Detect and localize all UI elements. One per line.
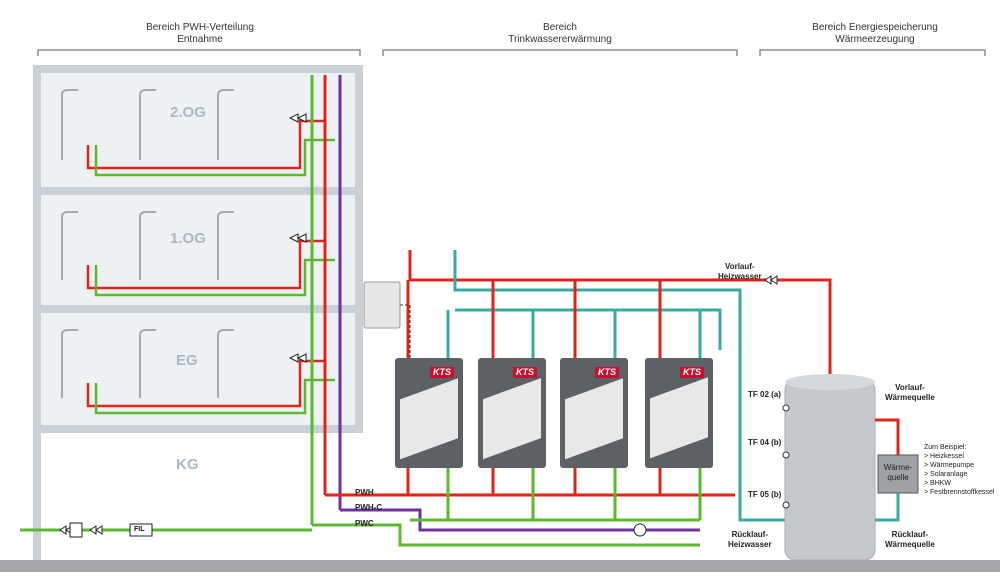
station-3 bbox=[560, 358, 628, 468]
fixtures bbox=[61, 89, 234, 398]
floor-eg: EG bbox=[176, 352, 198, 369]
kts-logo-4: KTS bbox=[680, 367, 704, 378]
storage-tank bbox=[784, 379, 876, 561]
controller-box bbox=[363, 281, 401, 329]
filter-box bbox=[129, 523, 153, 537]
ground-bar bbox=[0, 560, 1000, 572]
label-ruecklauf-waermequelle: Rücklauf-Wärmequelle bbox=[885, 530, 935, 549]
source-supply bbox=[875, 418, 900, 455]
meter-box bbox=[69, 522, 83, 538]
label-tf02: TF 02 (a) bbox=[748, 390, 781, 399]
heat-supply bbox=[408, 250, 832, 380]
kts-stations bbox=[395, 358, 713, 468]
bracket-right bbox=[759, 49, 986, 56]
station-1 bbox=[395, 358, 463, 468]
kts-logo-2: KTS bbox=[513, 367, 537, 378]
example-note: Zum Beispiel: > Heizkessel > Wärmepumpe … bbox=[924, 444, 995, 496]
heat-return-2 bbox=[455, 308, 722, 350]
bracket-middle bbox=[382, 49, 738, 56]
heat-return bbox=[453, 250, 790, 522]
floor-2og: 2.OG bbox=[170, 104, 206, 121]
pipe-label-pwh: PWH bbox=[355, 488, 374, 497]
station-2 bbox=[478, 358, 546, 468]
circulation-pump bbox=[633, 523, 647, 537]
label-tf04: TF 04 (b) bbox=[748, 438, 782, 447]
pipe-label-pwc: PWC bbox=[355, 519, 374, 528]
valves bbox=[59, 113, 778, 535]
pipe-label-pwh-c: PWH-C bbox=[355, 503, 383, 512]
controller-wire bbox=[400, 304, 411, 358]
tank-top bbox=[785, 374, 875, 390]
label-vorlauf-waermequelle: Vorlauf-Wärmequelle bbox=[885, 383, 935, 402]
source-return bbox=[875, 493, 900, 522]
label-ruecklauf-heizwasser: Rücklauf-Heizwasser bbox=[728, 530, 772, 549]
station-drops bbox=[406, 280, 702, 520]
label-vorlauf-heizwasser: Vorlauf-Heizwasser bbox=[718, 262, 762, 281]
floor-kg: KG bbox=[176, 456, 199, 473]
station-4 bbox=[645, 358, 713, 468]
kts-logo-1: KTS bbox=[430, 367, 454, 378]
label-tf05: TF 05 (b) bbox=[748, 490, 782, 499]
bracket-left bbox=[37, 49, 361, 56]
floor-pipes bbox=[86, 119, 335, 415]
filter-label: FIL bbox=[134, 526, 145, 533]
kts-logo-3: KTS bbox=[595, 367, 619, 378]
label-waermequelle: Wärme-quelle bbox=[883, 463, 913, 482]
floor-1og: 1.OG bbox=[170, 230, 206, 247]
tank-sensors bbox=[782, 404, 790, 509]
